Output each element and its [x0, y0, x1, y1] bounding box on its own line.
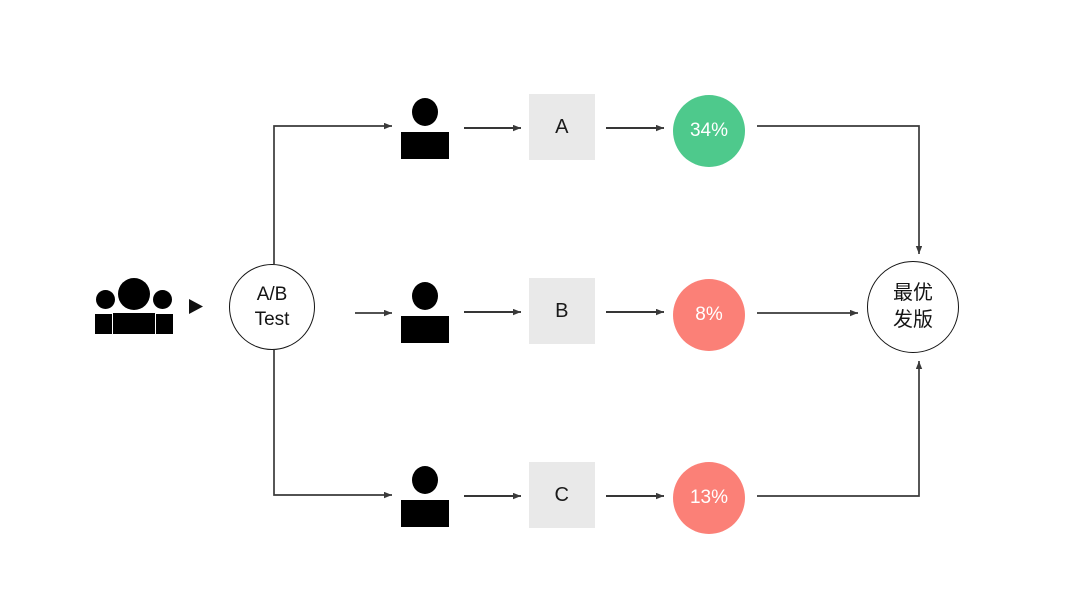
person-body	[401, 132, 449, 159]
optimal-release-label-line2: 发版	[893, 309, 933, 331]
result-bubble-c[interactable]: 13%	[673, 462, 745, 534]
person-body	[401, 500, 449, 527]
group-head-center	[118, 278, 150, 310]
person-head	[412, 98, 438, 126]
variant-box-b[interactable]: B	[529, 278, 595, 344]
ab-test-node[interactable]: A/B Test	[229, 264, 315, 350]
person-head	[412, 466, 438, 494]
group-body-right	[156, 314, 173, 334]
triangle-right-icon	[189, 299, 203, 314]
ab-test-label-line2: Test	[254, 309, 290, 330]
group-body-center	[113, 313, 155, 334]
result-bubble-b[interactable]: 8%	[673, 279, 745, 351]
person-icon-a	[401, 98, 449, 160]
person-body	[401, 316, 449, 343]
group-head-right	[153, 290, 172, 309]
optimal-release-label-line1: 最优	[893, 282, 933, 304]
wire-result-a-to-release	[757, 125, 923, 254]
person-icon-c	[401, 466, 449, 528]
result-bubble-a[interactable]: 34%	[673, 95, 745, 167]
wire-result-c-to-release	[757, 361, 923, 497]
optimal-release-node[interactable]: 最优 发版	[867, 261, 959, 353]
variant-box-a[interactable]: A	[529, 94, 595, 160]
group-of-people-icon	[95, 278, 173, 334]
person-icon-b	[401, 282, 449, 344]
group-body-left	[95, 314, 112, 334]
person-head	[412, 282, 438, 310]
variant-box-c[interactable]: C	[529, 462, 595, 528]
ab-test-label-line1: A/B	[256, 284, 288, 305]
group-head-left	[96, 290, 115, 309]
wire-start-to-branch-a	[273, 122, 392, 264]
wire-start-to-branch-c	[273, 350, 392, 499]
